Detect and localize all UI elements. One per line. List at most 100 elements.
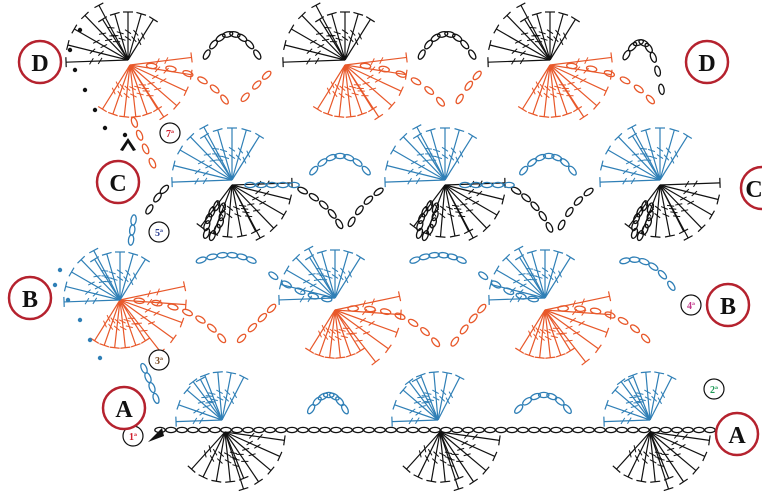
stitch-top [697, 224, 706, 233]
stitch-top [109, 346, 120, 349]
stitch-bar [129, 278, 134, 286]
chain-stitch [253, 426, 265, 434]
chain-stitch [671, 426, 683, 434]
chain-stitch [415, 227, 424, 239]
stitch-bar [194, 177, 199, 185]
stitch-bar [680, 209, 689, 212]
chain-stitch [627, 41, 638, 52]
stitch-bar [321, 324, 326, 332]
stitch-top [534, 356, 545, 359]
stitch-bar [134, 322, 142, 325]
stitch-top [71, 24, 78, 34]
treble-stitch [192, 381, 223, 421]
stitch-bar [535, 275, 543, 279]
stitch-bar [332, 90, 338, 98]
slip-stitch [82, 87, 88, 93]
slip-stitch [97, 355, 103, 361]
stitch-bar [118, 319, 126, 324]
chain-stitch [658, 83, 665, 96]
chain-stitch [546, 392, 558, 401]
treble-stitch [93, 250, 121, 301]
chain-stitch [645, 94, 656, 105]
stitch-bar [242, 156, 247, 164]
treble-stitch [231, 184, 243, 237]
chain-stitch [446, 253, 459, 261]
stitch-top [222, 235, 233, 238]
stitch-bar [315, 32, 324, 35]
stitch-bar [223, 452, 231, 457]
stitch-top [708, 210, 715, 220]
treble-stitch [439, 431, 500, 441]
stitch-bar [424, 455, 430, 462]
stitch-bar [413, 400, 422, 404]
stitch-bar [232, 206, 240, 210]
stitch-bar [97, 57, 103, 65]
slip-stitch [77, 27, 83, 33]
stitch-bar [460, 203, 468, 206]
chain-stitch [450, 336, 460, 347]
treble-stitch [444, 184, 456, 237]
stitch-top [467, 132, 478, 140]
stitch-bar [84, 289, 91, 295]
chain-stitch [455, 93, 464, 105]
stitch-bar [463, 432, 470, 439]
treble-stitch [506, 14, 551, 61]
stitch-top [169, 334, 177, 344]
stitch-top [225, 480, 236, 483]
chain-stitch [335, 396, 345, 407]
stitch-top [316, 249, 327, 254]
stitch-bar [116, 275, 124, 281]
stitch-bar [426, 398, 434, 402]
stitch-top [654, 371, 665, 375]
stitch-top [179, 317, 185, 328]
treble-stitch [119, 299, 162, 353]
stitch-top [402, 465, 411, 473]
chain-stitch [209, 39, 219, 50]
treble-stitch [80, 259, 121, 301]
stitch-bar [192, 417, 198, 425]
stitch-bar [627, 410, 634, 416]
slip-stitch [67, 47, 73, 53]
treble-stitch [518, 248, 546, 299]
stitch-bar [569, 317, 577, 323]
stitch-top [288, 24, 295, 34]
stitch-bar [111, 34, 119, 37]
stitch-bar [468, 188, 475, 195]
stitch-top [514, 245, 524, 252]
treble-stitch [291, 28, 346, 61]
stitch-bar [325, 327, 331, 334]
stitch-bar [654, 456, 662, 460]
chain-stitch [128, 224, 136, 236]
stitch-bar [423, 445, 427, 453]
slip-stitch [72, 67, 78, 73]
chain-stitch [379, 308, 392, 316]
treble-stitch [119, 299, 186, 306]
stitch-top [610, 52, 613, 63]
side-label-c-right: C [739, 165, 762, 211]
treble-stitch [344, 64, 352, 117]
svg-text:A: A [115, 397, 133, 423]
stitch-bar [644, 389, 651, 394]
stitch-bar [407, 168, 414, 175]
stitch-bar [407, 177, 412, 185]
stitch-bar [647, 148, 656, 153]
treble-stitch [215, 431, 226, 482]
stitch-bar [338, 92, 345, 99]
stitch-top [374, 113, 384, 121]
chain-stitch [594, 426, 606, 434]
stitch-top [669, 128, 680, 132]
stitch-top [297, 11, 306, 20]
chain-stitch [373, 187, 384, 197]
treble-stitch [640, 431, 651, 482]
stitch-top [278, 279, 283, 290]
stitch-bar [416, 153, 425, 156]
chain-stitch [638, 426, 650, 434]
stitch-bar [125, 325, 133, 329]
treble-stitch [334, 309, 341, 358]
stitch-bar [464, 196, 472, 201]
stitch-top [605, 145, 612, 155]
treble-stitch [172, 179, 233, 183]
start-arrow-icon [148, 428, 164, 442]
stitch-top [254, 478, 264, 486]
chain-stitch [632, 212, 641, 225]
